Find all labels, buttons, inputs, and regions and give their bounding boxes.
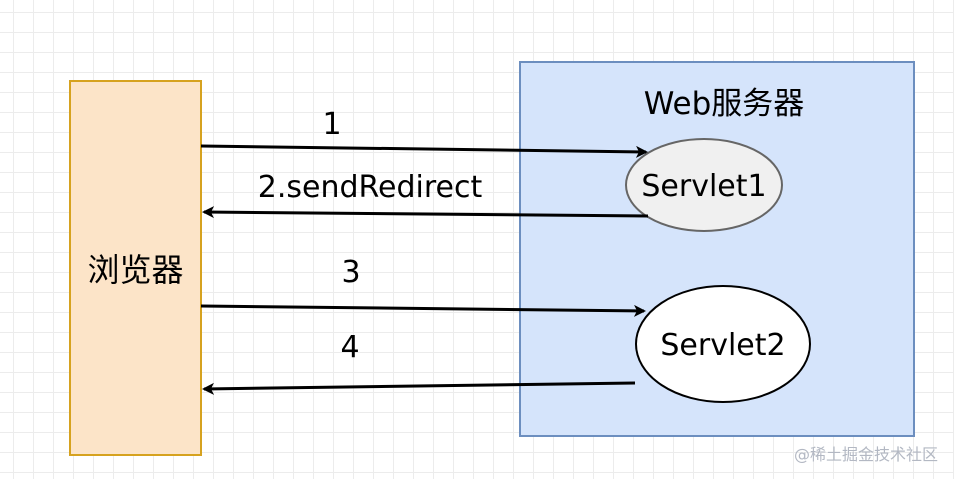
edge-2: 2.sendRedirect bbox=[202, 170, 649, 219]
edge-1-arrow bbox=[200, 144, 648, 158]
watermark: @稀土掘金技术社区 bbox=[793, 445, 938, 464]
servlet2-ellipse bbox=[635, 285, 811, 403]
edge-4: 4 bbox=[202, 330, 636, 395]
servlet1-ellipse bbox=[625, 138, 783, 232]
browser-box bbox=[69, 80, 202, 456]
edge-3-arrow bbox=[200, 304, 646, 317]
browser-label: 浏览器 bbox=[87, 251, 183, 289]
edge-4-arrow bbox=[202, 381, 636, 395]
edge-4-label: 4 bbox=[340, 330, 359, 365]
servlet1-label: Servlet1 bbox=[641, 169, 766, 204]
web-server-label: Web服务器 bbox=[644, 86, 805, 122]
servlet1-node: Servlet1 bbox=[625, 138, 783, 232]
servlet2-label: Servlet2 bbox=[660, 328, 785, 363]
edge-2-label: 2.sendRedirect bbox=[258, 170, 483, 205]
edge-3-label: 3 bbox=[341, 255, 360, 290]
edge-2-arrow bbox=[202, 206, 649, 219]
browser-node: 浏览器 bbox=[69, 80, 202, 456]
edge-1-label: 1 bbox=[322, 107, 341, 142]
servlet2-node: Servlet2 bbox=[635, 285, 811, 403]
edge-1: 1 bbox=[200, 107, 648, 158]
edge-3: 3 bbox=[200, 255, 646, 317]
